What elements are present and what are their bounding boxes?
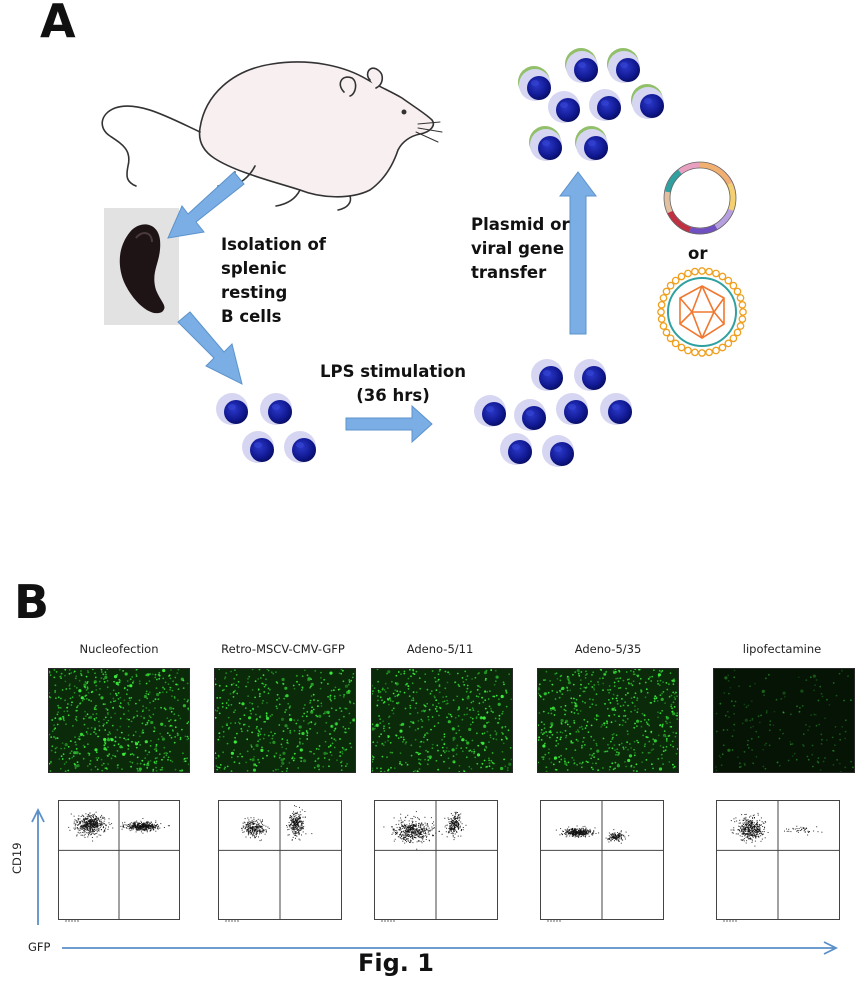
spleen-photo	[104, 208, 179, 325]
arrow-spleen-to-cells	[177, 311, 243, 385]
gfp-axis-label: GFP	[28, 940, 51, 954]
flow-plot-lipofectamine	[716, 800, 840, 922]
condition-label-adeno-5-35: Adeno-5/35	[574, 642, 642, 656]
flow-plot-retro	[218, 800, 342, 922]
transfer-line-2: viral gene	[471, 239, 565, 258]
isolation-line-2: splenic	[221, 259, 287, 278]
condition-label-lipofectamine: lipofectamine	[742, 642, 822, 656]
condition-label-adeno-5-11: Adeno-5/11	[406, 642, 474, 656]
isolation-line-4: B cells	[221, 307, 282, 326]
transfected-cell	[518, 66, 551, 101]
flow-plot-adeno-5-11	[374, 800, 498, 922]
b-cell	[514, 399, 546, 431]
b-cell	[260, 393, 292, 425]
b-cell	[531, 359, 563, 391]
arrow-gene-transfer	[559, 171, 597, 335]
activated-b-cells	[474, 359, 632, 467]
transfected-cell	[631, 84, 664, 119]
isolation-line-1: Isolation of	[221, 235, 326, 254]
transfected-cell	[575, 126, 608, 161]
b-cell	[542, 435, 574, 467]
micrograph-nucleofection	[48, 668, 190, 773]
plasmid-icon	[663, 161, 737, 235]
transfected-b-cells	[518, 48, 664, 161]
panel-a-diagram	[101, 48, 747, 467]
transfected-cell	[607, 48, 640, 83]
mouse-illustration	[101, 61, 443, 211]
cd19-axis-label: CD19	[10, 842, 24, 874]
arrow-lps-stimulation	[345, 404, 433, 444]
condition-label-nucleofection: Nucleofection	[79, 642, 159, 656]
gene-transfer-step-text: Plasmid or viral gene transfer	[471, 213, 570, 285]
gfp-axis-arrow	[62, 941, 839, 955]
micrograph-lipofectamine	[713, 668, 855, 773]
flow-plot-nucleofection	[58, 800, 180, 922]
gfp-cd19-axes	[31, 807, 839, 955]
isolation-line-3: resting	[221, 283, 288, 302]
micrograph-adeno-5-11	[371, 668, 513, 773]
b-cell	[556, 393, 588, 425]
b-cell	[548, 91, 580, 123]
flow-plot-adeno-5-35	[540, 800, 664, 922]
transfected-cell	[529, 126, 562, 161]
transfer-line-3: transfer	[471, 263, 547, 282]
b-cell	[500, 433, 532, 465]
lps-line-1: LPS stimulation	[320, 362, 466, 381]
transfected-cell	[565, 48, 598, 83]
b-cell	[574, 359, 606, 391]
b-cell	[589, 89, 621, 121]
b-cell	[600, 393, 632, 425]
lps-step-text: LPS stimulation (36 hrs)	[318, 360, 468, 408]
resting-b-cells	[216, 393, 316, 463]
b-cell	[216, 393, 248, 425]
micrograph-adeno-5-35	[537, 668, 679, 773]
micrograph-retro	[214, 668, 356, 773]
or-text: or	[688, 244, 708, 263]
b-cell	[474, 395, 506, 427]
condition-label-retro: Retro-MSCV-CMV-GFP	[221, 642, 345, 656]
transfer-line-1: Plasmid or	[471, 215, 570, 234]
lps-line-2: (36 hrs)	[356, 386, 430, 405]
panel-a-letter: A	[40, 0, 76, 48]
figure-caption: Fig. 1	[358, 949, 434, 977]
virus-icon	[657, 267, 747, 357]
b-cell	[284, 431, 316, 463]
panel-b-letter: B	[14, 575, 50, 629]
arrow-mouse-to-spleen	[167, 171, 245, 239]
isolation-step-text: Isolation of splenic resting B cells	[221, 233, 326, 329]
cd19-axis-arrow	[31, 807, 45, 925]
b-cell	[242, 431, 274, 463]
